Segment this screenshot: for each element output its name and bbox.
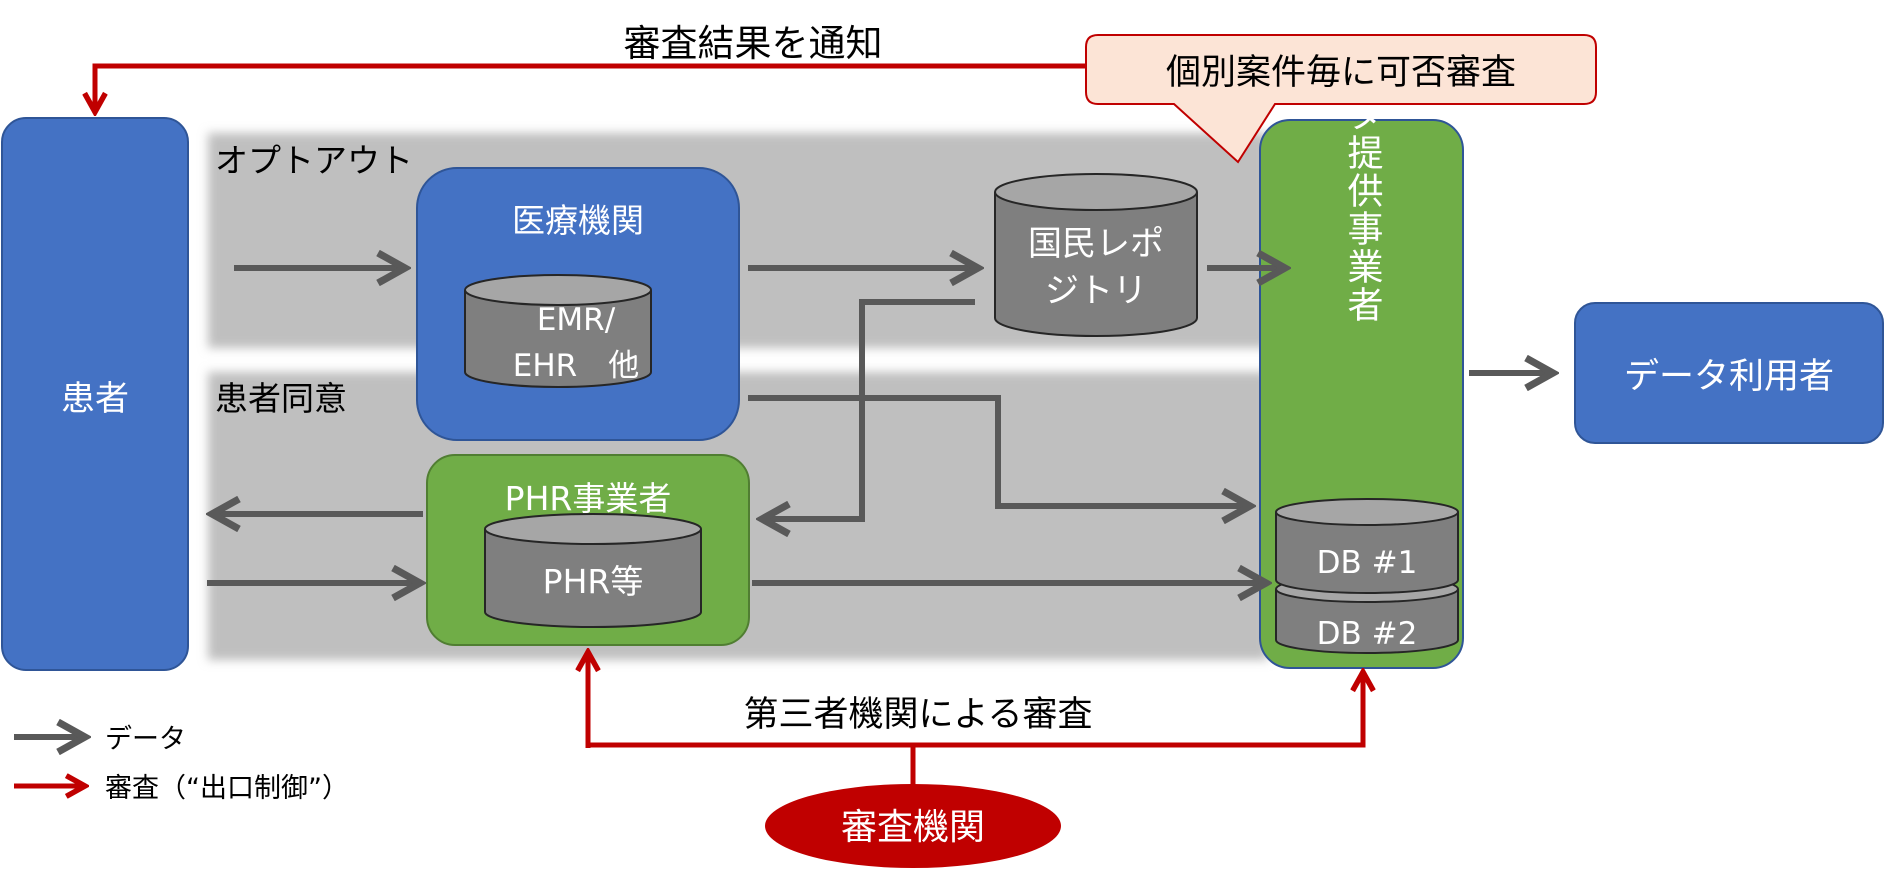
arrow-repository-to-phr (762, 299, 975, 519)
data-user-label: データ利用者 (1624, 357, 1834, 397)
emr-label: EMR/ (537, 302, 616, 338)
phr-db-label: PHR等 (543, 562, 644, 601)
consent-label: 患者同意 (215, 379, 347, 418)
patient-label: 患者 (61, 379, 129, 419)
medical-institution-title: 医療機関 (512, 201, 644, 240)
national-repository-line2: ジトリ (1045, 271, 1147, 311)
arrow-review-to-provider (588, 672, 1363, 748)
national-repository-line1: 国民レポ (1028, 224, 1164, 264)
individual-review-label: 個別案件毎に可否審査 (1166, 53, 1516, 93)
phr-provider-title: PHR事業者 (505, 479, 672, 518)
arrow-medical-to-provider (748, 395, 1250, 506)
review-agency-ellipse (765, 784, 1061, 868)
data-user-box (1574, 302, 1884, 444)
review-agency-label: 審査機関 (841, 807, 985, 848)
arrow-notify-result (95, 63, 1088, 112)
db1-cylinder (1275, 498, 1459, 594)
patient-box (1, 117, 189, 671)
ehr-label: EHR 他 (513, 348, 639, 384)
notify-result-label: 審査結果を通知 (624, 22, 883, 65)
phr-cylinder (484, 513, 702, 628)
db1-label: DB #1 (1317, 545, 1418, 581)
third-party-review-label: 第三者機関による審査 (744, 695, 1093, 735)
emr-ehr-cylinder (464, 274, 652, 388)
optout-label: オプトアウト (215, 141, 413, 180)
individual-review-callout (1085, 34, 1597, 164)
db2-label: DB #2 (1317, 616, 1418, 652)
legend-review-label: 審査（“出口制御”） (105, 773, 349, 804)
legend-data-label: データ (105, 724, 186, 755)
national-repository-cylinder (994, 173, 1198, 337)
